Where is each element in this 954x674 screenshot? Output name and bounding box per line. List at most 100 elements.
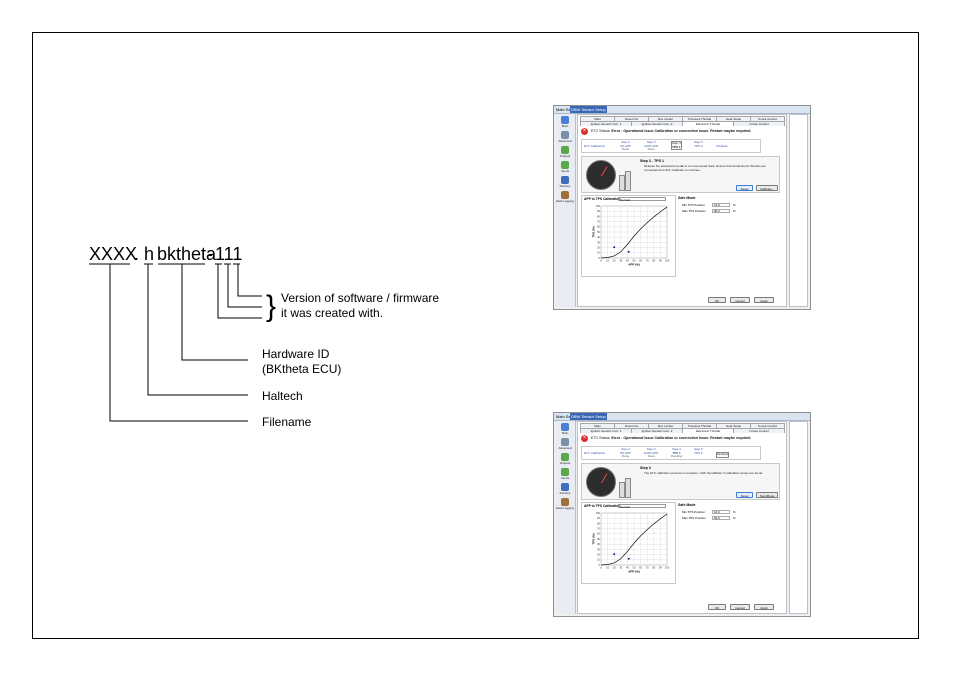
max-tps-input[interactable]: 90.0	[712, 209, 730, 213]
calibration-point	[613, 246, 616, 249]
max-tps-unit: %	[733, 516, 736, 520]
step-title: Step 3	[640, 466, 651, 470]
ok-button[interactable]: OK	[708, 604, 726, 610]
label-version-line1: Version of software / firmware	[281, 291, 439, 305]
devices-icon	[561, 483, 569, 491]
min-tps-input[interactable]: 10.0	[712, 203, 730, 207]
y-tick-label: 40	[597, 542, 600, 546]
step-finished: Finished	[716, 452, 730, 458]
y-tick-label: 40	[597, 235, 600, 239]
part-dash: -	[207, 244, 213, 264]
x-tick-label: 20	[613, 566, 616, 570]
screenshot-finished: Main Setup DBW Sensor Setup Main Advance…	[553, 412, 811, 617]
tab-cruise-control[interactable]: Cruise Control	[733, 121, 785, 126]
max-tps-label: Max TPS Position	[682, 516, 706, 520]
sidebar-item-data-logging[interactable]: Data Logging	[556, 497, 574, 511]
sidebar-item-advanced[interactable]: Advanced	[556, 130, 574, 144]
ok-button[interactable]: OK	[708, 297, 726, 303]
x-tick-label: 70	[646, 259, 649, 263]
safe-mode-title: Safe Mode	[678, 503, 696, 507]
sidebar-item-inputs[interactable]: Inputs	[556, 467, 574, 481]
y-tick-label: 100	[596, 204, 601, 208]
graph-mode-select[interactable]: Normal	[618, 197, 666, 202]
reset-button[interactable]: Reset	[736, 185, 753, 191]
sidebar-item-devices[interactable]: Devices	[556, 482, 574, 496]
sidebar-item-data-logging[interactable]: Data Logging	[556, 190, 574, 204]
main-icon	[561, 116, 569, 124]
sidebar-item-main[interactable]: Main	[556, 115, 574, 129]
etc-status: × ETC Status: Error - Operational Issue …	[581, 435, 783, 443]
status-message: Calibration or connection issue. Restart…	[654, 436, 752, 440]
y-tick-label: 80	[597, 214, 600, 218]
error-icon: ×	[581, 435, 588, 442]
min-tps-label: Min TPS Position	[682, 510, 705, 514]
y-tick-label: 20	[597, 553, 600, 557]
tabs-row-1: Main Decel Cut Rev Limiter Transient Thr…	[580, 423, 785, 428]
sidebar-item-main[interactable]: Main	[556, 422, 574, 436]
y-tick-label: 50	[597, 537, 600, 541]
throttle-bar-1	[619, 175, 625, 191]
status-message: Calibration or connection issue. Restart…	[654, 129, 752, 133]
apply-button[interactable]: Apply	[754, 297, 774, 303]
y-tick-label: 70	[597, 220, 600, 224]
sidebar: Main Advanced Outputs Inputs Devices Dat…	[555, 421, 576, 614]
part-hardware: bktheta	[157, 244, 217, 264]
min-tps-label: Min TPS Position	[682, 203, 705, 207]
tab-electronic-throttle[interactable]: Electronic Throttle	[682, 428, 734, 433]
y-tick-label: 60	[597, 532, 600, 536]
max-tps-input[interactable]: 90.0	[712, 516, 730, 520]
cancel-button[interactable]: Cancel	[730, 297, 750, 303]
tab-knock-control[interactable]: Knock Control	[750, 423, 785, 428]
sidebar: Main Advanced Outputs Inputs Devices Dat…	[555, 114, 576, 307]
tab-ignition-corr-2[interactable]: Ignition Generic Corr. 2	[631, 121, 683, 126]
tabs-row-2: Ignition Generic Corr. 1 Ignition Generi…	[580, 121, 785, 126]
sidebar-item-outputs[interactable]: Outputs	[556, 452, 574, 466]
status-error: Error - Operational Issue	[611, 436, 654, 440]
x-tick-label: 40	[626, 259, 629, 263]
arrow-up-icon	[561, 146, 569, 154]
tab-ignition-corr-1[interactable]: Ignition Generic Corr. 1	[580, 121, 632, 126]
tab-electronic-throttle[interactable]: Electronic Throttle	[682, 121, 734, 126]
step-description: Release the accelerator pedal to a non-p…	[644, 164, 766, 172]
tab-knock-control[interactable]: Knock Control	[750, 116, 785, 121]
calibrate-button[interactable]: Calibrate...	[756, 185, 778, 191]
cancel-button[interactable]: Cancel	[730, 604, 750, 610]
right-blank-panel	[789, 421, 808, 614]
y-tick-label: 30	[597, 240, 600, 244]
leader-haltech	[147, 264, 248, 396]
brace-icon: }	[266, 290, 276, 323]
min-tps-input[interactable]: 10.0	[712, 510, 730, 514]
x-tick-label: 80	[652, 259, 655, 263]
sidebar-item-advanced[interactable]: Advanced	[556, 437, 574, 451]
calibration-point	[627, 250, 630, 253]
sidebar-item-outputs[interactable]: Outputs	[556, 145, 574, 159]
tab-ignition-corr-2[interactable]: Ignition Generic Corr. 2	[631, 428, 683, 433]
arrow-down-icon	[561, 468, 569, 476]
part-version: 111	[215, 244, 242, 264]
sidebar-item-inputs[interactable]: Inputs	[556, 160, 574, 174]
error-icon: ×	[581, 128, 588, 135]
tabs-row-2: Ignition Generic Corr. 1 Ignition Generi…	[580, 428, 785, 433]
x-tick-label: 80	[652, 566, 655, 570]
right-blank-panel	[789, 114, 808, 307]
tab-cruise-control[interactable]: Cruise Control	[733, 428, 785, 433]
safe-mode-panel: Safe Mode Min TPS Position 10.0 % Max TP…	[678, 503, 778, 533]
reset-button[interactable]: Reset	[736, 492, 753, 498]
sidebar-item-devices[interactable]: Devices	[556, 175, 574, 189]
tabs-row-1: Main Decel Cut Rev Limiter Transient Thr…	[580, 116, 785, 121]
arrow-up-icon	[561, 453, 569, 461]
sendmode-button[interactable]: SendMode	[756, 492, 778, 498]
graph-mode-select[interactable]: Normal	[618, 504, 666, 509]
tab-ignition-corr-1[interactable]: Ignition Generic Corr. 1	[580, 428, 632, 433]
apply-button[interactable]: Apply	[754, 604, 774, 610]
throttle-gauge-icon	[586, 160, 616, 190]
x-tick-label: 50	[633, 259, 636, 263]
